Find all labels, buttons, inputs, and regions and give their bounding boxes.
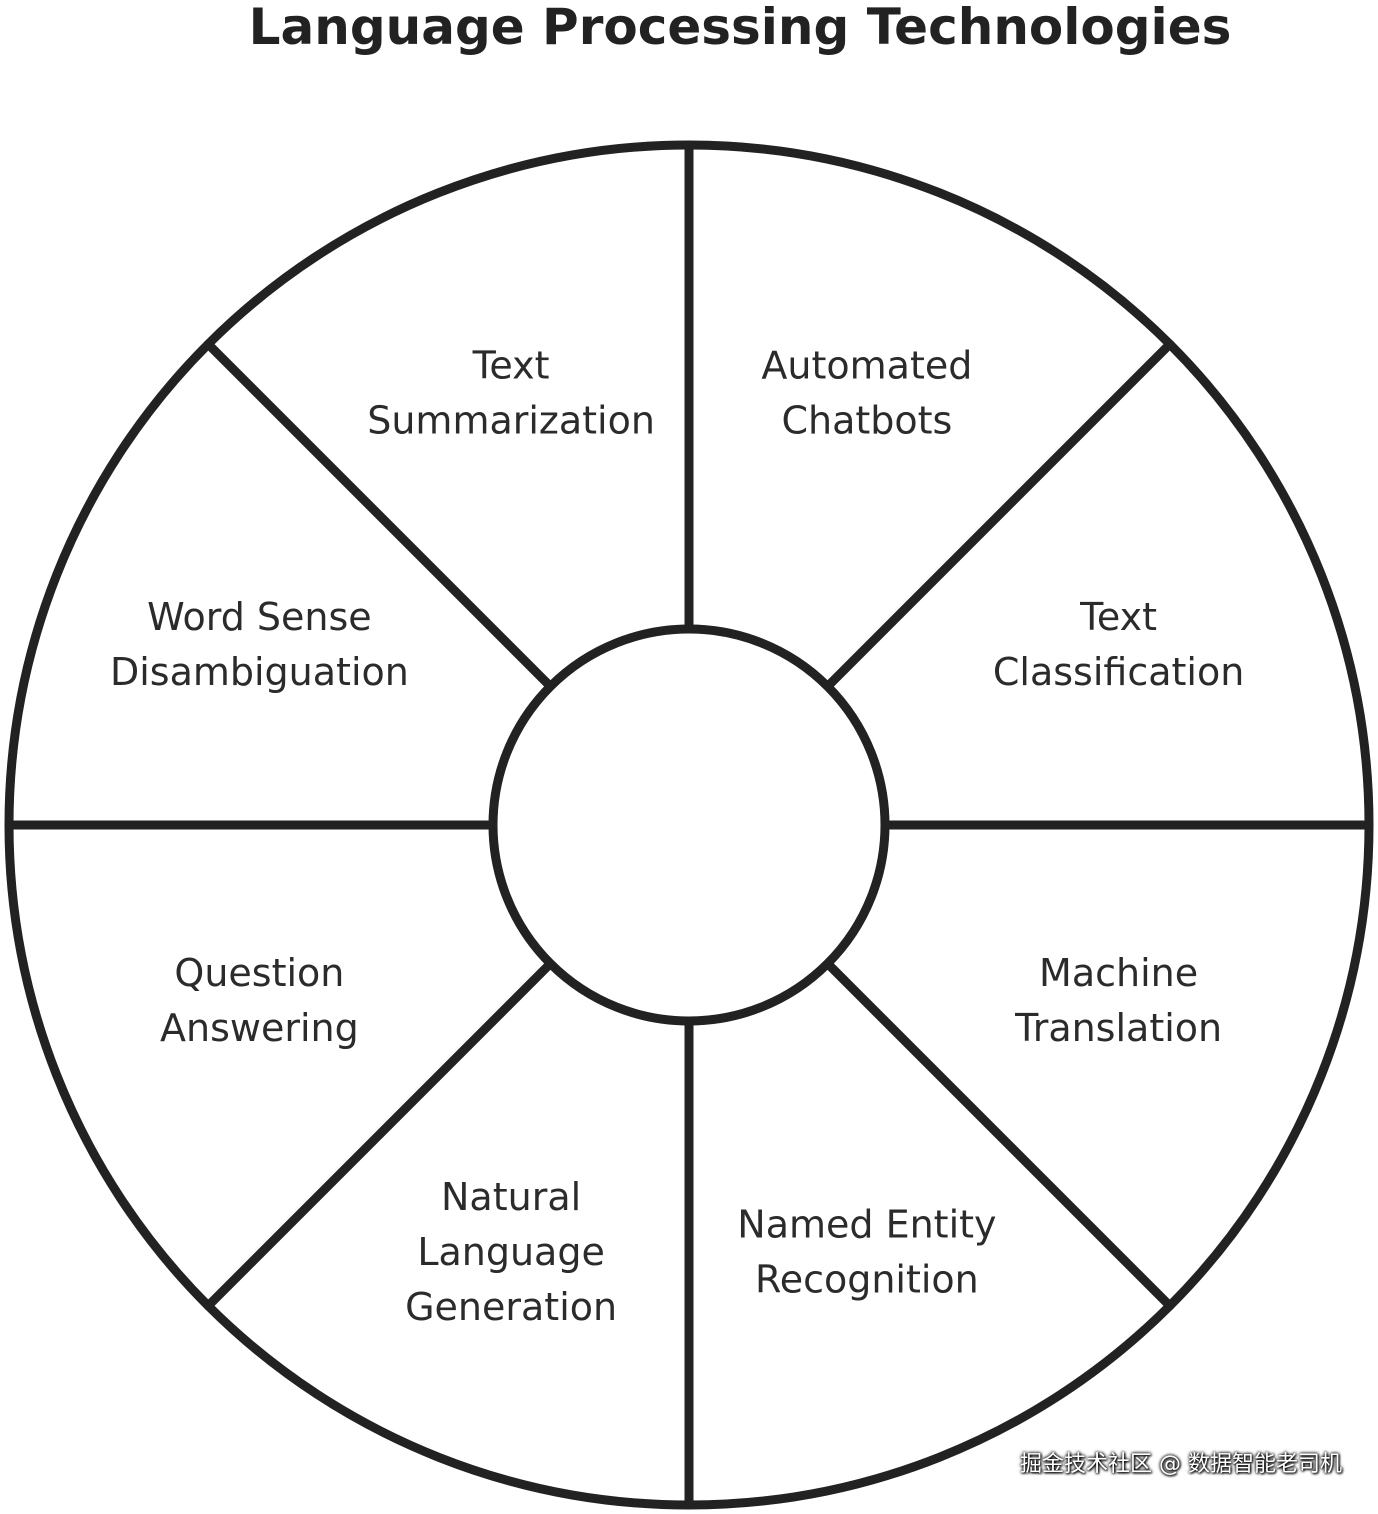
segment-label-line: Natural — [441, 1175, 581, 1219]
segment-label-line: Named Entity — [737, 1203, 996, 1247]
segment-label-line: Generation — [405, 1285, 617, 1329]
center-hub — [488, 624, 890, 1026]
segment-label-line: Answering — [160, 1006, 359, 1050]
watermark: 掘金技术社区 @ 数据智能老司机 — [1020, 1452, 1342, 1477]
segment-label-line: Classification — [993, 650, 1244, 694]
segment-labels-group: AutomatedChatbotsTextClassificationMachi… — [110, 343, 1244, 1329]
spoke-3 — [823, 959, 1175, 1311]
segment-label-line: Recognition — [755, 1258, 979, 1302]
segment-label-line: Question — [174, 951, 344, 995]
segment-label-line: Disambiguation — [110, 650, 409, 694]
spoke-5 — [203, 959, 555, 1311]
segment-label-line: Language — [417, 1230, 605, 1274]
segment-label-line: Text — [472, 343, 550, 387]
segment-label-line: Automated — [761, 343, 972, 387]
segment-label-line: Text — [1079, 595, 1157, 639]
segment-label-line: Translation — [1014, 1006, 1222, 1050]
spokes-group — [4, 140, 1374, 1510]
segment-label-line: Summarization — [367, 398, 655, 442]
spoke-7 — [203, 339, 555, 691]
diagram-title: Language Processing Technologies — [249, 0, 1232, 56]
segment-label-line: Word Sense — [147, 595, 372, 639]
spoke-1 — [823, 339, 1175, 691]
segment-label-line: Chatbots — [781, 398, 952, 442]
segment-label-line: Machine — [1039, 951, 1198, 995]
